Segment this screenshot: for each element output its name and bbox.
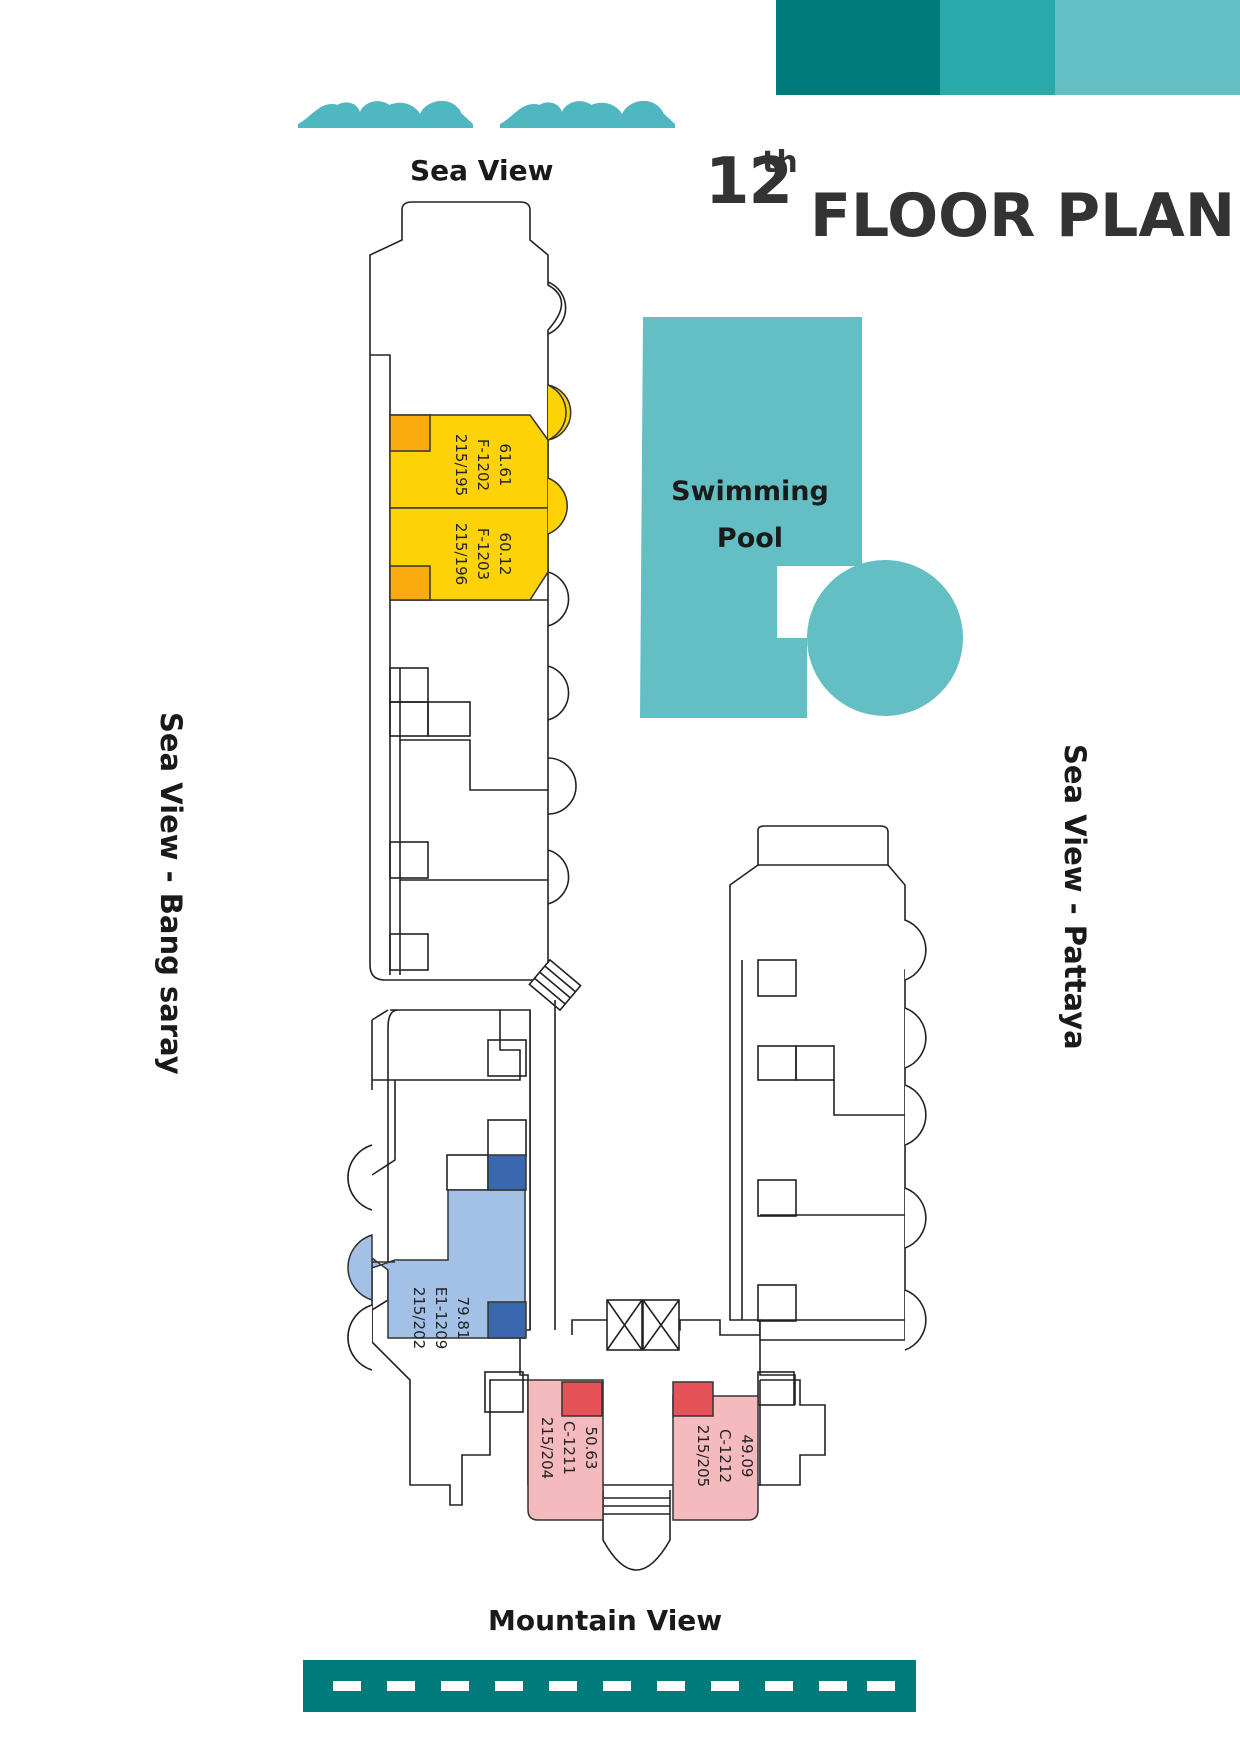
unit-size: 79.81 xyxy=(454,1297,472,1340)
unit-code: F-1202 xyxy=(474,439,492,491)
pool-label-line1: Swimming xyxy=(671,476,829,507)
unit-address: 215/205 xyxy=(694,1425,712,1487)
wave-icon xyxy=(500,100,675,128)
unit-address: 215/196 xyxy=(452,523,470,585)
unit-code: C-1211 xyxy=(560,1421,578,1475)
unit-size: 60.12 xyxy=(496,533,514,576)
corner-bar-mid xyxy=(940,0,1055,95)
unit-e1209 xyxy=(347,1154,527,1339)
wave-icon xyxy=(298,100,473,128)
unit-size: 49.09 xyxy=(738,1435,756,1478)
unit-address: 215/204 xyxy=(538,1417,556,1479)
unit-label-c1212: 49.09 C-1212 215/205 xyxy=(694,1425,756,1487)
unit-code: C-1212 xyxy=(716,1429,734,1483)
corner-bar-light xyxy=(1055,0,1240,95)
unit-code: E1-1209 xyxy=(432,1287,450,1350)
swimming-pool-round xyxy=(807,560,963,716)
view-label-top: Sea View xyxy=(410,154,554,187)
title-suffix: th xyxy=(762,145,798,180)
title-number: 12 xyxy=(705,145,793,219)
title-text: FLOOR PLAN xyxy=(810,181,1236,251)
unit-label-f1202: 61.61 F-1202 215/195 xyxy=(452,434,514,496)
unit-f1203 xyxy=(389,477,568,601)
unit-address: 215/195 xyxy=(452,434,470,496)
unit-size: 61.61 xyxy=(496,444,514,487)
unit-label-f1203: 60.12 F-1203 215/196 xyxy=(452,523,514,585)
view-label-bottom: Mountain View xyxy=(488,1604,723,1637)
page-title: 12 th FLOOR PLAN xyxy=(705,145,1235,251)
pool-label-line2: Pool xyxy=(716,523,784,554)
unit-f1202 xyxy=(389,384,572,509)
unit-address: 215/202 xyxy=(410,1287,428,1349)
corner-bar-dark xyxy=(776,0,940,95)
unit-size: 50.63 xyxy=(582,1427,600,1470)
road-dashes xyxy=(333,1681,895,1691)
unit-c1212 xyxy=(672,1381,759,1521)
unit-label-e1209: 79.81 E1-1209 215/202 xyxy=(410,1287,472,1350)
unit-c1211 xyxy=(527,1379,604,1521)
unit-code: F-1203 xyxy=(474,528,492,580)
road-strip xyxy=(303,1660,916,1712)
pool-label: Swimming Pool xyxy=(640,468,860,562)
unit-label-c1211: 50.63 C-1211 215/204 xyxy=(538,1417,600,1479)
swimming-pool xyxy=(640,317,862,718)
